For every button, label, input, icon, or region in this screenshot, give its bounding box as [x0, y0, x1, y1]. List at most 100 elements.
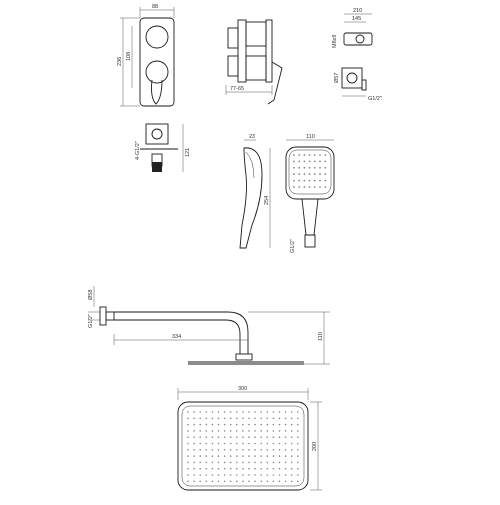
nozzle-dot	[272, 442, 275, 445]
nozzle-dot	[223, 442, 226, 445]
nozzle-dot	[242, 461, 244, 464]
mixer-top-view: 4-G1/2" 121	[135, 123, 191, 172]
arm-nut	[105, 311, 115, 321]
nozzle-dot	[278, 480, 281, 483]
nozzle-dot	[254, 474, 256, 476]
nozzle-dot	[223, 461, 226, 464]
nozzle-dot	[297, 417, 299, 420]
diverter-knob	[145, 25, 169, 49]
nozzle-dot	[223, 417, 226, 420]
nozzle-dot	[290, 467, 293, 470]
nozzle-dot	[205, 442, 208, 445]
mixer-faceplate	[139, 17, 175, 107]
nozzle-dot	[308, 186, 311, 188]
nozzle-dot	[193, 461, 195, 464]
nozzle-dot	[223, 430, 226, 432]
mixer-front-view: 88 236 108	[117, 4, 175, 107]
nozzle-dot	[211, 430, 214, 432]
arm-pipe-upper	[114, 311, 249, 354]
nozzle-dot	[313, 186, 316, 188]
nozzle-dot	[236, 417, 238, 420]
nozzle-dot	[193, 430, 195, 432]
nozzle-dot	[290, 442, 293, 445]
nozzle-dot	[293, 160, 295, 163]
nozzle-dot	[236, 411, 238, 413]
top-body	[145, 123, 169, 145]
nozzle-dot	[211, 455, 214, 457]
nozzle-dot	[229, 442, 232, 445]
nozzle-dot	[242, 480, 244, 483]
nozzle-dot	[193, 474, 195, 476]
nozzle-dot	[187, 436, 189, 439]
nozzle-dot	[193, 417, 195, 420]
nozzle-dot	[272, 455, 275, 457]
dim-head-width: 300	[238, 386, 247, 392]
hand-shower-head	[285, 146, 335, 200]
nozzle-dot	[272, 417, 275, 420]
nozzle-dot	[205, 423, 208, 426]
nozzle-dot	[236, 467, 238, 470]
nozzle-dot	[199, 449, 201, 451]
top-port	[151, 128, 163, 140]
nozzle-dot	[284, 442, 287, 445]
nozzle-dot	[303, 179, 306, 182]
nozzle-dot	[236, 430, 238, 432]
nozzle-dot	[260, 455, 263, 457]
nozzle-dot	[319, 166, 321, 169]
dim-holder-mid: 145	[352, 16, 361, 22]
nozzle-dot	[229, 474, 232, 476]
nozzle-dot	[217, 474, 220, 476]
nozzle-dot	[254, 467, 256, 470]
hand-shower-nozzles	[293, 154, 327, 188]
nozzle-dot	[278, 455, 281, 457]
nozzle-dot	[293, 166, 295, 169]
nozzle-dot	[217, 423, 220, 426]
nozzle-dot	[266, 455, 269, 457]
nozzle-dot	[223, 467, 226, 470]
nozzle-dot	[266, 480, 269, 483]
nozzle-dot	[187, 467, 189, 470]
nozzle-dot	[217, 411, 220, 413]
nozzle-dot	[199, 442, 201, 445]
nozzle-dot	[290, 474, 293, 476]
dim-top-depth: 121	[185, 148, 191, 157]
nozzle-dot	[308, 154, 311, 156]
nozzle-dot	[217, 430, 220, 432]
nozzle-dot	[297, 449, 299, 451]
nozzle-dot	[266, 449, 269, 451]
nozzle-dot	[297, 436, 299, 439]
nozzle-dot	[211, 436, 214, 439]
side-plate	[265, 19, 273, 83]
dim-arm-height: 110	[318, 332, 324, 341]
nozzle-dot	[293, 179, 295, 182]
nozzle-dot	[260, 442, 263, 445]
nozzle-dot	[272, 467, 275, 470]
nozzle-dot	[284, 417, 287, 420]
nozzle-dot	[199, 474, 201, 476]
nozzle-dot	[272, 411, 275, 413]
nozzle-dot	[248, 423, 250, 426]
nozzle-dot	[308, 173, 311, 176]
nozzle-dot	[290, 417, 293, 420]
nozzle-dot	[229, 461, 232, 464]
dim-mixer-width: 88	[152, 4, 158, 10]
dim-mixer-height-inner: 108	[126, 52, 132, 61]
dim-arm-length: 334	[172, 334, 181, 340]
nozzle-dot	[187, 474, 189, 476]
nozzle-dot	[308, 160, 311, 163]
dim-hand-thread: G1/2"	[290, 239, 296, 253]
nozzle-dot	[242, 417, 244, 420]
nozzle-dot	[211, 423, 214, 426]
nozzle-dot	[187, 442, 189, 445]
nozzle-dot	[187, 430, 189, 432]
nozzle-dot	[298, 179, 301, 182]
nozzle-dot	[303, 166, 306, 169]
nozzle-dot	[248, 467, 250, 470]
nozzle-dot	[199, 436, 201, 439]
nozzle-dot	[266, 411, 269, 413]
nozzle-dot	[205, 455, 208, 457]
nozzle-dot	[272, 461, 275, 464]
nozzle-dot	[187, 411, 189, 413]
nozzle-dot	[217, 461, 220, 464]
